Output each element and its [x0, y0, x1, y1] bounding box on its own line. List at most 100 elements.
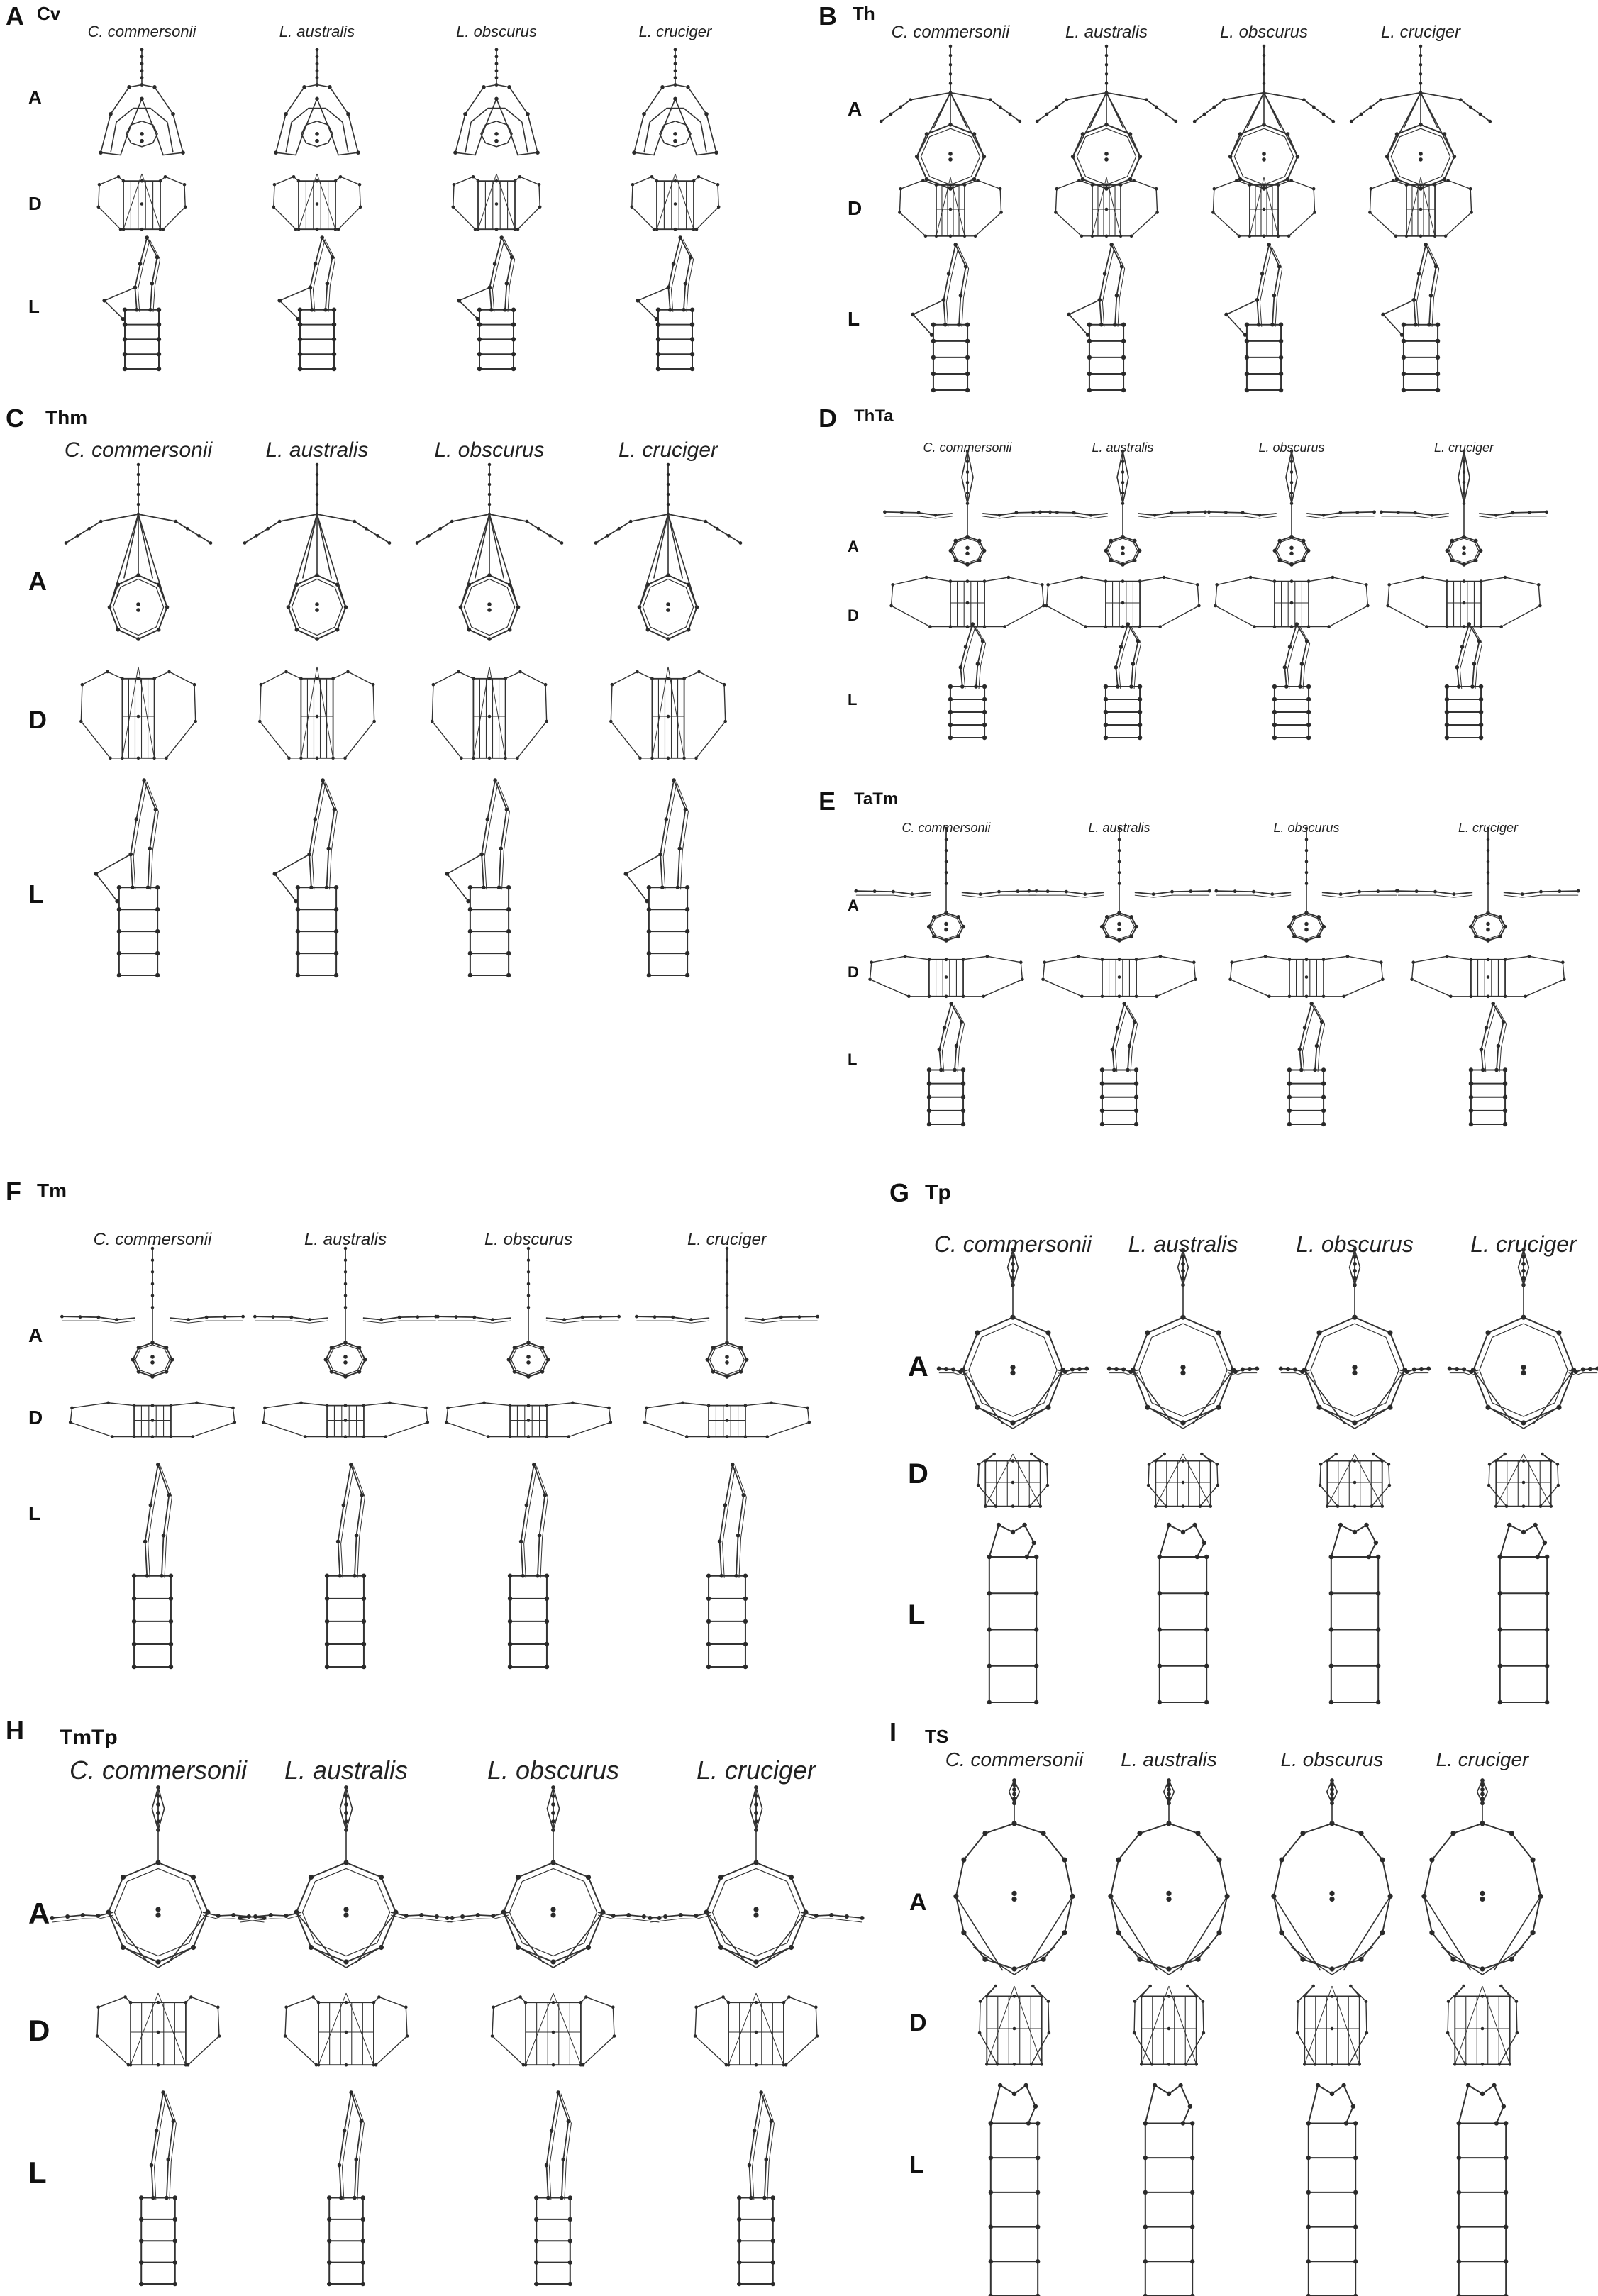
landmark-node	[140, 55, 144, 59]
landmark-node	[923, 234, 928, 238]
landmark-node	[181, 150, 185, 155]
landmark-node	[1029, 2063, 1033, 2066]
wireframe-edge	[1403, 92, 1421, 128]
landmark-node	[507, 85, 511, 89]
dorsal-view-diagram	[258, 666, 376, 760]
landmark-node	[331, 351, 337, 357]
landmark-node	[1480, 1787, 1485, 1792]
landmark-node	[1287, 234, 1291, 238]
landmark-node	[899, 105, 903, 109]
dorsal-view-diagram	[898, 177, 1003, 238]
landmark-node	[1278, 371, 1284, 377]
wireframe-edge	[465, 122, 472, 153]
landmark-node	[457, 299, 461, 303]
wireframe-edge	[1141, 1995, 1197, 2065]
landmark-node	[948, 234, 953, 238]
landmark-node	[1419, 207, 1423, 211]
landmark-node	[911, 312, 915, 317]
landmark-node	[1278, 355, 1284, 360]
landmark-node	[652, 227, 656, 231]
landmark-node	[504, 281, 509, 286]
landmark-node	[1419, 183, 1423, 187]
landmark-node	[482, 85, 486, 89]
landmark-node	[1401, 371, 1406, 377]
landmark-node	[140, 48, 144, 52]
wireframe-edge	[675, 84, 717, 153]
landmark-node	[1154, 105, 1158, 109]
landmark-node	[116, 174, 121, 179]
landmark-node	[1530, 1930, 1536, 1936]
landmark-node	[156, 628, 161, 632]
dorsal-view-diagram	[1211, 177, 1316, 238]
wireframe-edge	[301, 120, 333, 148]
wireframe-edge	[100, 84, 143, 153]
landmark-node	[511, 337, 516, 342]
landmark-node	[148, 846, 152, 851]
landmark-node	[1104, 157, 1109, 162]
landmark-node	[277, 519, 282, 523]
landmark-node	[1109, 243, 1114, 247]
landmark-node	[431, 682, 435, 687]
landmark-node	[1456, 2224, 1462, 2229]
wireframe-edge	[141, 84, 184, 153]
landmark-node	[1480, 2026, 1485, 2031]
wireframe-edge	[945, 245, 970, 327]
landmark-node	[1329, 2091, 1335, 2097]
landmark-node	[331, 322, 337, 327]
landmark-node	[156, 366, 162, 372]
landmark-node	[1429, 1857, 1435, 1863]
landmark-node	[1244, 355, 1250, 360]
landmark-node	[140, 138, 144, 143]
landmark-node	[297, 307, 303, 312]
landmark-node	[302, 85, 306, 89]
species-label: L. australis	[1065, 23, 1148, 42]
landmark-node	[1279, 1930, 1284, 1936]
landmark-node	[1104, 44, 1109, 48]
landmark-node	[1330, 1792, 1334, 1797]
wireframe-edge	[1454, 1995, 1511, 2065]
landmark-node	[1104, 82, 1109, 85]
anterior-view-diagram	[1108, 1778, 1230, 1975]
landmark-node	[356, 150, 360, 155]
landmark-node	[683, 281, 688, 286]
landmark-node	[1497, 2063, 1502, 2066]
landmark-node	[494, 76, 499, 79]
landmark-node	[972, 177, 977, 182]
landmark-node	[1503, 2121, 1509, 2126]
wireframe-edge	[1212, 179, 1250, 237]
landmark-node	[1184, 2063, 1188, 2066]
landmark-node	[1262, 152, 1266, 156]
landmark-node	[548, 533, 552, 538]
landmark-node	[1104, 234, 1109, 238]
landmark-node	[1087, 322, 1092, 327]
landmark-node	[1167, 2063, 1171, 2066]
landmark-node	[315, 462, 319, 467]
landmark-node	[309, 885, 314, 890]
landmark-node	[1041, 1956, 1046, 1962]
landmark-node	[655, 351, 661, 357]
wireframe-edge	[259, 671, 301, 759]
landmark-node	[295, 928, 301, 934]
landmark-node	[1244, 371, 1250, 377]
landmark-node	[155, 885, 160, 890]
landmark-node	[1380, 1930, 1385, 1936]
landmark-node	[1358, 1956, 1364, 1962]
landmark-node	[331, 307, 337, 312]
wireframe-edge	[112, 578, 165, 636]
wireframe-edge	[1277, 179, 1316, 237]
dorsal-view-diagram	[1368, 177, 1473, 238]
landmark-node	[1272, 293, 1277, 298]
landmark-node	[988, 2155, 994, 2161]
landmark-node	[1353, 2155, 1358, 2161]
lateral-view-diagram	[1456, 2083, 1509, 2296]
landmark-node	[678, 235, 682, 240]
landmark-node	[1080, 234, 1084, 238]
landmark-node	[1216, 1857, 1222, 1863]
dorsal-view-diagram	[1054, 177, 1159, 238]
landmark-node	[1279, 1857, 1284, 1863]
landmark-node	[477, 307, 482, 312]
lateral-view-diagram	[911, 243, 970, 393]
wireframe-edge	[964, 179, 1002, 237]
lateral-view-diagram	[457, 235, 516, 372]
view-label: D	[848, 197, 862, 219]
